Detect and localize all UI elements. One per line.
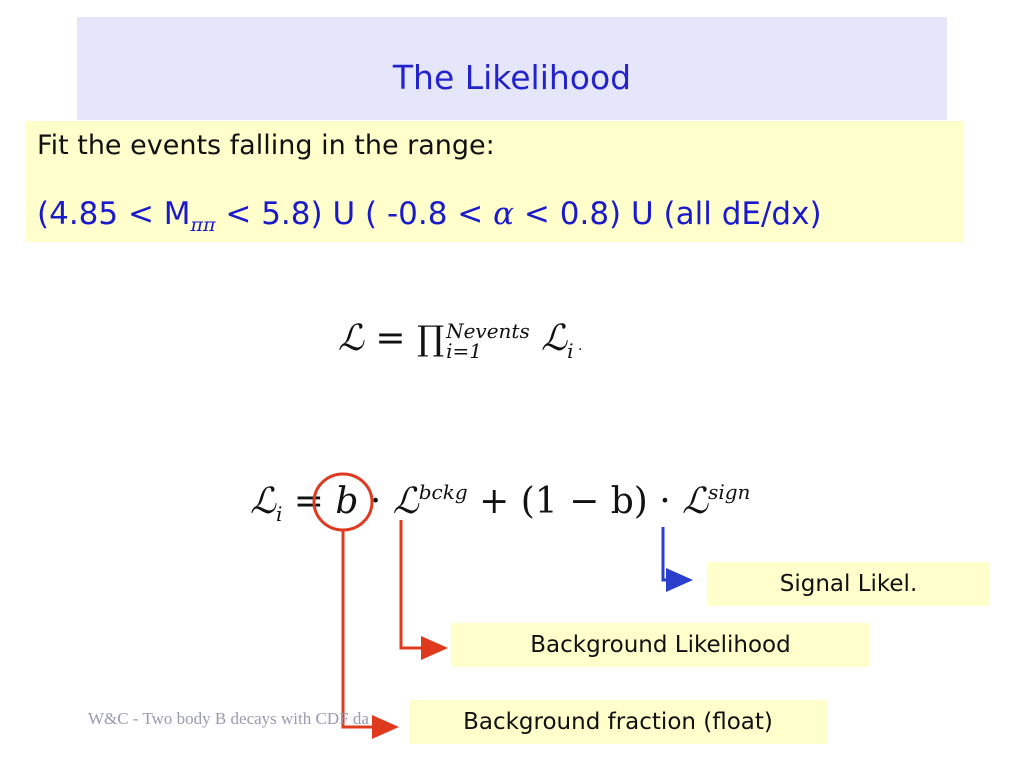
b-highlight-circle <box>312 472 374 532</box>
eq2-L2-sup: sign <box>708 480 751 504</box>
eq2-dot: · <box>358 481 393 522</box>
range-intro: Fit the events falling in the range: <box>37 130 495 161</box>
eq2-b: b <box>335 481 359 522</box>
eq2-middle: + (1 − b) · <box>467 481 683 522</box>
eq2-L2: ℒ <box>682 481 709 522</box>
eq1-tail: . <box>573 338 583 354</box>
eq2-L1: ℒ <box>392 481 419 522</box>
event-likelihood-equation: ℒi = b · ℒbckg + (1 − b) · ℒsign <box>250 480 750 526</box>
signal-likelihood-label: Signal Likel. <box>707 562 990 606</box>
footer-text: W&C - Two body B decays with CDF da <box>88 709 369 728</box>
eq1-sub: i=1 <box>446 339 482 363</box>
range-mid2: < 0.8) U (all dE/dx) <box>514 196 822 232</box>
background-arrow <box>399 520 448 660</box>
eq2-lhs-sub: i <box>275 502 283 526</box>
slide-title: The Likelihood <box>392 58 632 97</box>
signal-arrow <box>661 527 693 592</box>
fraction-arrow <box>341 530 399 739</box>
eq1-term-sub: i <box>567 339 574 363</box>
title-bar <box>77 17 947 120</box>
eq1-lhs: ℒ <box>338 318 364 359</box>
background-fraction-label: Background fraction (float) <box>409 700 827 744</box>
background-likelihood-label: Background Likelihood <box>451 623 870 667</box>
eq1-term: ℒ <box>541 318 568 359</box>
range-mid1: < 5.8) U ( -0.8 < <box>215 196 494 232</box>
eq1-sup: Nevents <box>446 319 530 343</box>
eq2-lhs: ℒ <box>250 481 276 522</box>
eq1-product: ∏ <box>417 319 445 359</box>
range-expression: (4.85 < Mππ < 5.8) U ( -0.8 < α < 0.8) U… <box>37 196 822 236</box>
eq1-equals: = <box>363 318 417 359</box>
range-open: (4.85 < M <box>37 196 191 232</box>
range-subscript: ππ <box>190 214 216 236</box>
eq2-L1-sup: bckg <box>418 480 468 504</box>
range-box <box>26 121 964 242</box>
range-alpha: α <box>493 196 515 232</box>
